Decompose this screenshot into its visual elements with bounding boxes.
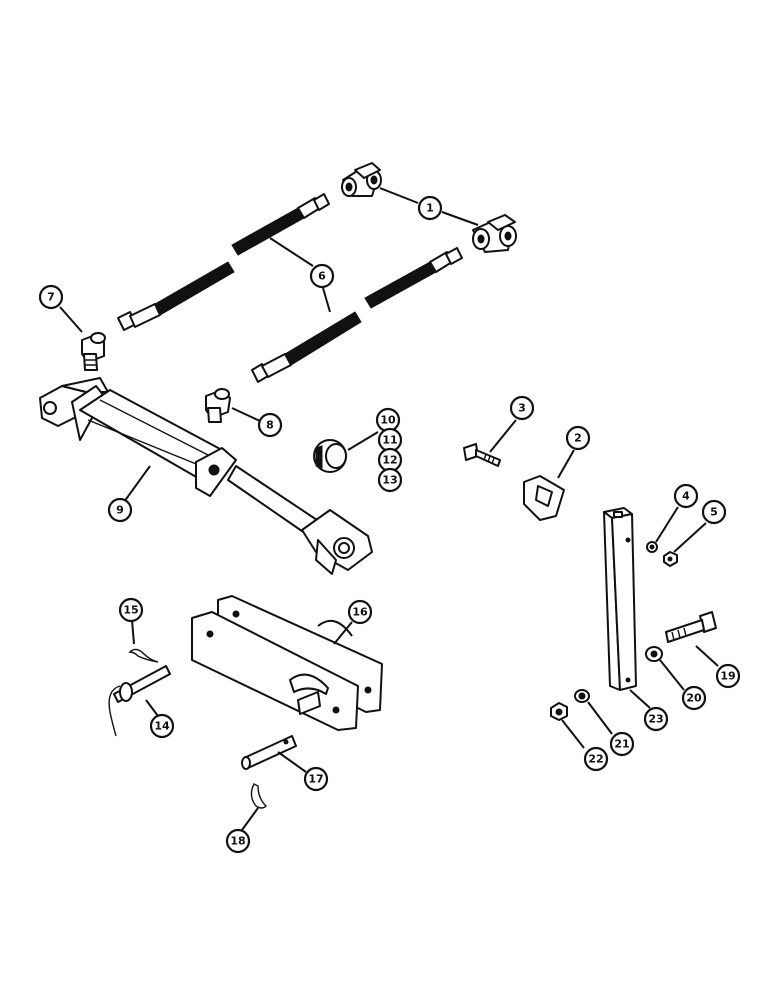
lead-line-10 — [347, 431, 379, 451]
callout-13: 13 — [377, 467, 403, 493]
callout-label: 4 — [682, 490, 690, 503]
u-bracket — [523, 475, 565, 521]
tee-fitting-lower — [472, 214, 517, 253]
callout-7: 7 — [38, 284, 64, 310]
hex-nut-22 — [550, 702, 568, 721]
washer-20 — [645, 646, 663, 662]
hydraulic-cylinder — [39, 377, 373, 575]
callout-23: 23 — [643, 706, 669, 732]
hitch-pin — [108, 665, 171, 737]
callout-10: 10 — [375, 407, 401, 433]
lead-line-8 — [231, 407, 261, 422]
mounting-bracket — [191, 595, 383, 731]
lead-line-22 — [561, 719, 585, 749]
square-tube — [603, 507, 637, 691]
callout-label: 21 — [614, 738, 629, 751]
callout-15: 15 — [118, 597, 144, 623]
callout-label: 23 — [648, 713, 663, 726]
callout-label: 20 — [686, 692, 702, 705]
elbow-fitting-8 — [205, 388, 231, 423]
lead-line-6a — [269, 237, 314, 267]
lead-line-9 — [123, 465, 151, 503]
callout-6a: 6 — [309, 263, 335, 289]
lead-line-16 — [333, 621, 353, 645]
bolt-3 — [463, 443, 501, 467]
callout-1: 1 — [417, 195, 443, 221]
callout-8: 8 — [257, 412, 283, 438]
hex-nut-5 — [663, 551, 678, 567]
seal-kit-ring — [313, 439, 347, 473]
callout-5: 5 — [701, 499, 727, 525]
callout-label: 14 — [154, 720, 170, 733]
bolt-19 — [665, 611, 717, 643]
callout-label: 18 — [230, 835, 245, 848]
callout-label: 15 — [123, 604, 138, 617]
callout-label: 8 — [266, 419, 274, 432]
callout-label: 5 — [710, 506, 718, 519]
lead-line-3 — [489, 419, 517, 453]
callout-label: 7 — [47, 291, 55, 304]
callout-label: 6 — [318, 270, 326, 283]
callout-label: 10 — [380, 414, 396, 427]
hair-pin-clip-15 — [128, 648, 159, 663]
lead-line-18 — [241, 807, 259, 831]
lead-line-1a — [379, 187, 419, 204]
callout-11: 11 — [377, 427, 403, 453]
callout-9: 9 — [107, 497, 133, 523]
callout-19: 19 — [715, 663, 741, 689]
callout-label: 13 — [382, 474, 397, 487]
lock-washer-4 — [646, 541, 658, 553]
lead-line-23 — [629, 689, 651, 709]
elbow-fitting-7 — [81, 332, 106, 371]
lead-line-4 — [655, 506, 679, 543]
callout-18: 18 — [225, 828, 251, 854]
callout-16: 16 — [347, 599, 373, 625]
lead-line-14 — [145, 699, 159, 717]
callout-label: 9 — [116, 504, 124, 517]
lead-line-1b — [441, 211, 479, 226]
lead-line-2 — [557, 449, 575, 479]
callout-label: 2 — [574, 432, 582, 445]
callout-20: 20 — [681, 685, 707, 711]
callout-label: 17 — [308, 773, 323, 786]
lead-line-17 — [277, 751, 307, 773]
callout-22: 22 — [583, 746, 609, 772]
lead-line-6b — [322, 287, 331, 313]
callout-17: 17 — [303, 766, 329, 792]
callout-21: 21 — [609, 731, 635, 757]
callout-label: 1 — [426, 202, 434, 215]
lead-line-21 — [587, 701, 613, 735]
lead-line-15 — [131, 619, 135, 645]
callout-12: 12 — [377, 447, 403, 473]
callout-2: 2 — [565, 425, 591, 451]
callout-14: 14 — [149, 713, 175, 739]
callout-label: 12 — [382, 454, 397, 467]
callout-label: 3 — [518, 402, 526, 415]
hair-pin-clip-18 — [250, 783, 267, 809]
lead-line-5 — [673, 522, 707, 553]
clevis-pin — [241, 735, 297, 770]
lead-line-7 — [59, 306, 83, 333]
lead-line-19 — [695, 645, 719, 667]
lock-washer-21 — [574, 689, 590, 703]
tee-fitting-upper — [341, 162, 382, 197]
hose-lower — [251, 247, 463, 383]
callout-label: 22 — [588, 753, 603, 766]
callout-label: 16 — [352, 606, 368, 619]
callout-4: 4 — [673, 483, 699, 509]
callout-3: 3 — [509, 395, 535, 421]
hose-upper — [117, 193, 330, 331]
callout-label: 11 — [382, 434, 397, 447]
callout-label: 19 — [720, 670, 735, 683]
lead-line-20 — [659, 659, 685, 691]
